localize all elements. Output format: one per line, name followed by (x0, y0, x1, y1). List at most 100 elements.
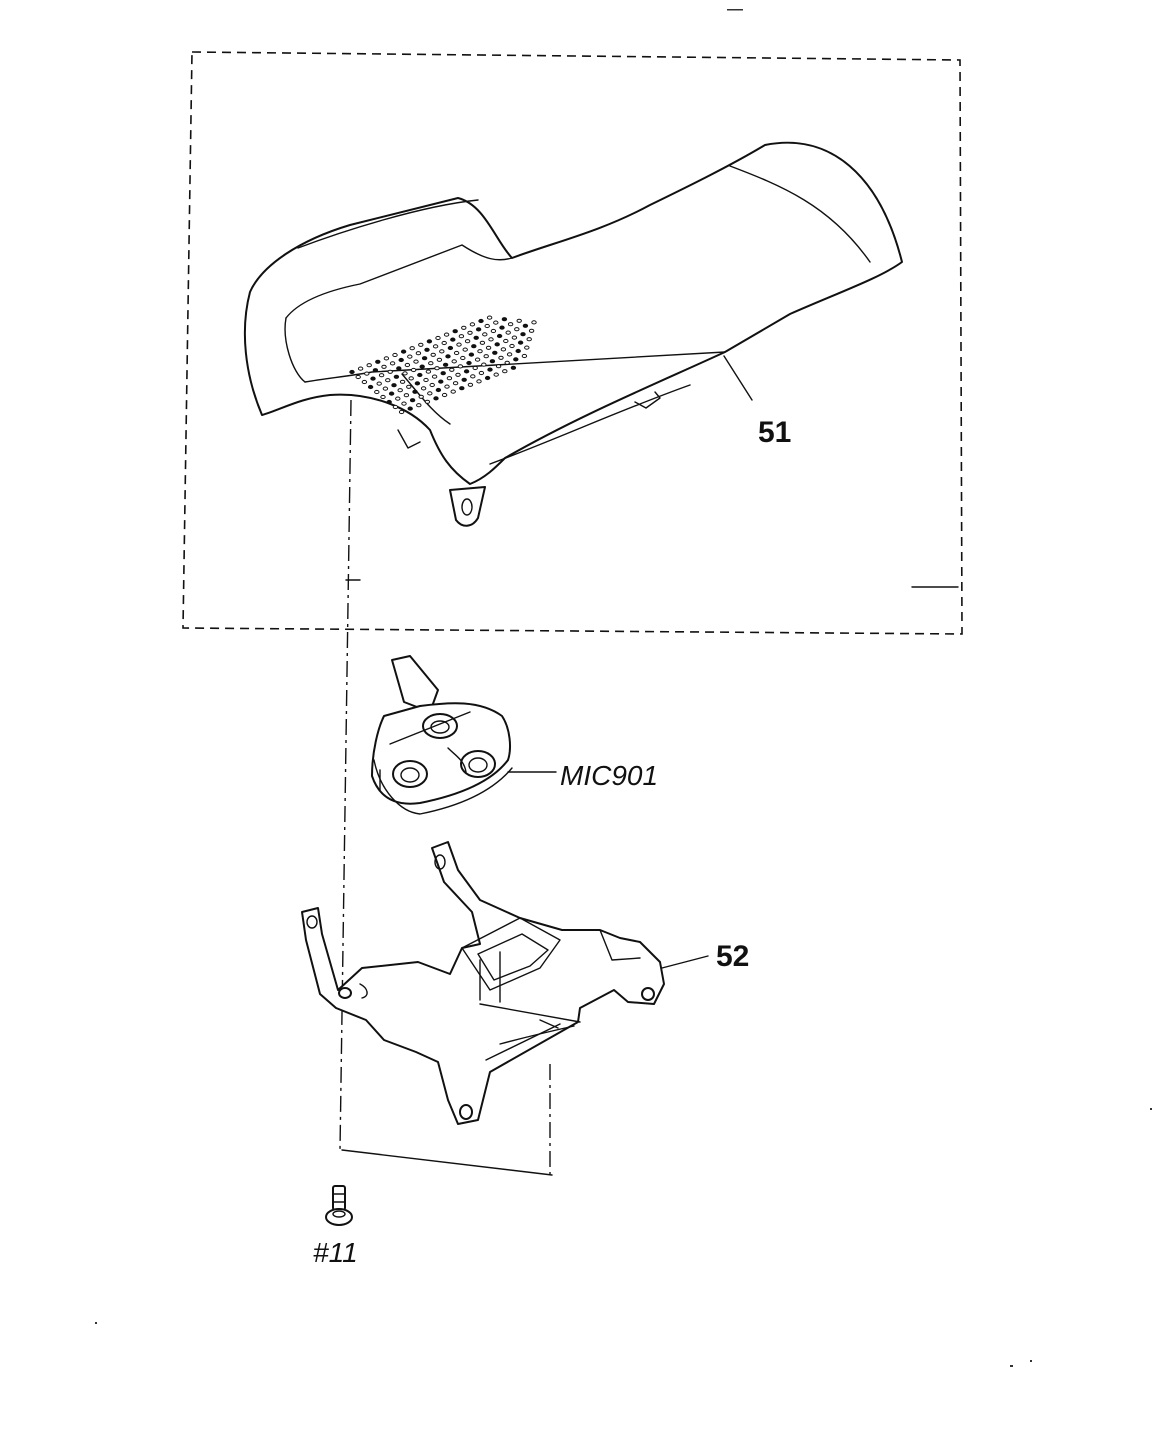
grille-hole (445, 354, 451, 359)
grille-hole (477, 349, 483, 354)
grille-hole (458, 334, 465, 339)
grille-hole (370, 376, 376, 381)
grille-hole (476, 379, 482, 384)
grille-hole (514, 327, 520, 332)
grille-hole (526, 337, 532, 342)
grille-hole (424, 399, 431, 404)
grille-hole (366, 363, 372, 368)
leader-51 (723, 355, 753, 401)
grille-hole (509, 343, 515, 349)
scan-specks (95, 9, 1152, 1367)
grille-hole (409, 398, 416, 403)
grille-hole (503, 338, 509, 344)
grille-hole (522, 323, 529, 328)
grille-hole (531, 320, 537, 325)
screw-part (325, 1185, 353, 1226)
grille-hole (383, 356, 390, 361)
part-label-screw: #11 (313, 1237, 358, 1268)
part-label-51: 51 (758, 416, 791, 449)
grille-hole (429, 382, 435, 388)
grille-hole (446, 376, 453, 381)
grille-hole (444, 384, 450, 389)
grille-hole (517, 340, 524, 345)
grille-hole (443, 332, 450, 337)
grille-hole (469, 322, 476, 327)
grille-hole (441, 340, 447, 346)
grille-hole (391, 383, 397, 388)
grille-hole (488, 337, 494, 342)
grille-hole (428, 361, 434, 366)
grille-hole (427, 391, 433, 396)
grille-hole (374, 389, 380, 395)
grille-hole (392, 404, 399, 410)
grille-hole (475, 327, 482, 332)
grille-hole (435, 335, 441, 341)
grille-hole (426, 339, 433, 344)
grille-hole (451, 359, 457, 364)
grille-hole (436, 357, 443, 362)
grille-hole (430, 352, 436, 357)
grille-hole (376, 381, 382, 386)
grille-hole (433, 396, 439, 401)
grille-hole (452, 329, 458, 334)
grille-hole (486, 315, 493, 320)
grille-hole (418, 394, 424, 399)
grille-hole (456, 342, 462, 347)
grille-hole (504, 360, 510, 365)
grille-hole (407, 406, 413, 411)
grille-hole (403, 393, 410, 398)
grille-hole (440, 371, 446, 376)
grille-hole (450, 389, 456, 394)
grille-hole (463, 369, 470, 374)
grille-hole (402, 371, 408, 376)
grille-hole (372, 368, 379, 373)
grille-hole (479, 340, 486, 345)
grille-hole (421, 356, 428, 361)
grille-hole (520, 332, 526, 337)
bracket-link (341, 1149, 553, 1176)
top-cover-part (243, 141, 903, 527)
grille-hole (474, 357, 481, 362)
grille-hole (441, 392, 448, 398)
grille-hole (401, 401, 407, 406)
grille-hole (455, 372, 461, 377)
grille-hole (399, 379, 406, 384)
grille-hole (501, 317, 508, 322)
grille-hole (492, 350, 498, 355)
assembly-axis (339, 399, 352, 1151)
grille-hole (484, 375, 491, 381)
grille-hole (453, 350, 460, 356)
grille-hole (481, 362, 487, 367)
grille-hole (471, 344, 477, 349)
assembly-boundary (182, 51, 963, 635)
grille-hole (502, 369, 508, 374)
grille-hole (412, 389, 418, 394)
grille-hole (386, 399, 392, 405)
grille-hole (494, 342, 500, 347)
grille-hole (349, 369, 355, 375)
grille-hole (524, 345, 530, 350)
grille-hole (442, 362, 449, 367)
grille-hole (506, 352, 513, 357)
grille-hole (516, 318, 522, 323)
grille-hole (381, 364, 387, 369)
grille-hole (378, 373, 385, 378)
grille-hole (472, 365, 478, 371)
grille-hole (478, 370, 485, 376)
grille-hole (396, 366, 402, 371)
grille-hole (423, 377, 429, 383)
grille-hole (505, 330, 511, 335)
grille-hole (380, 394, 386, 400)
grille-hole (496, 333, 503, 339)
grille-hole (389, 361, 396, 366)
grille-hole (424, 347, 430, 352)
grille-hole (438, 379, 444, 384)
grille-hole (484, 323, 490, 329)
grille-hole (355, 374, 361, 380)
grille-hole (507, 322, 514, 327)
grille-hole (387, 369, 393, 374)
grille-hole (500, 347, 507, 352)
grille-hole (499, 325, 505, 330)
grille-hole (431, 374, 438, 379)
grille-hole (388, 391, 395, 396)
